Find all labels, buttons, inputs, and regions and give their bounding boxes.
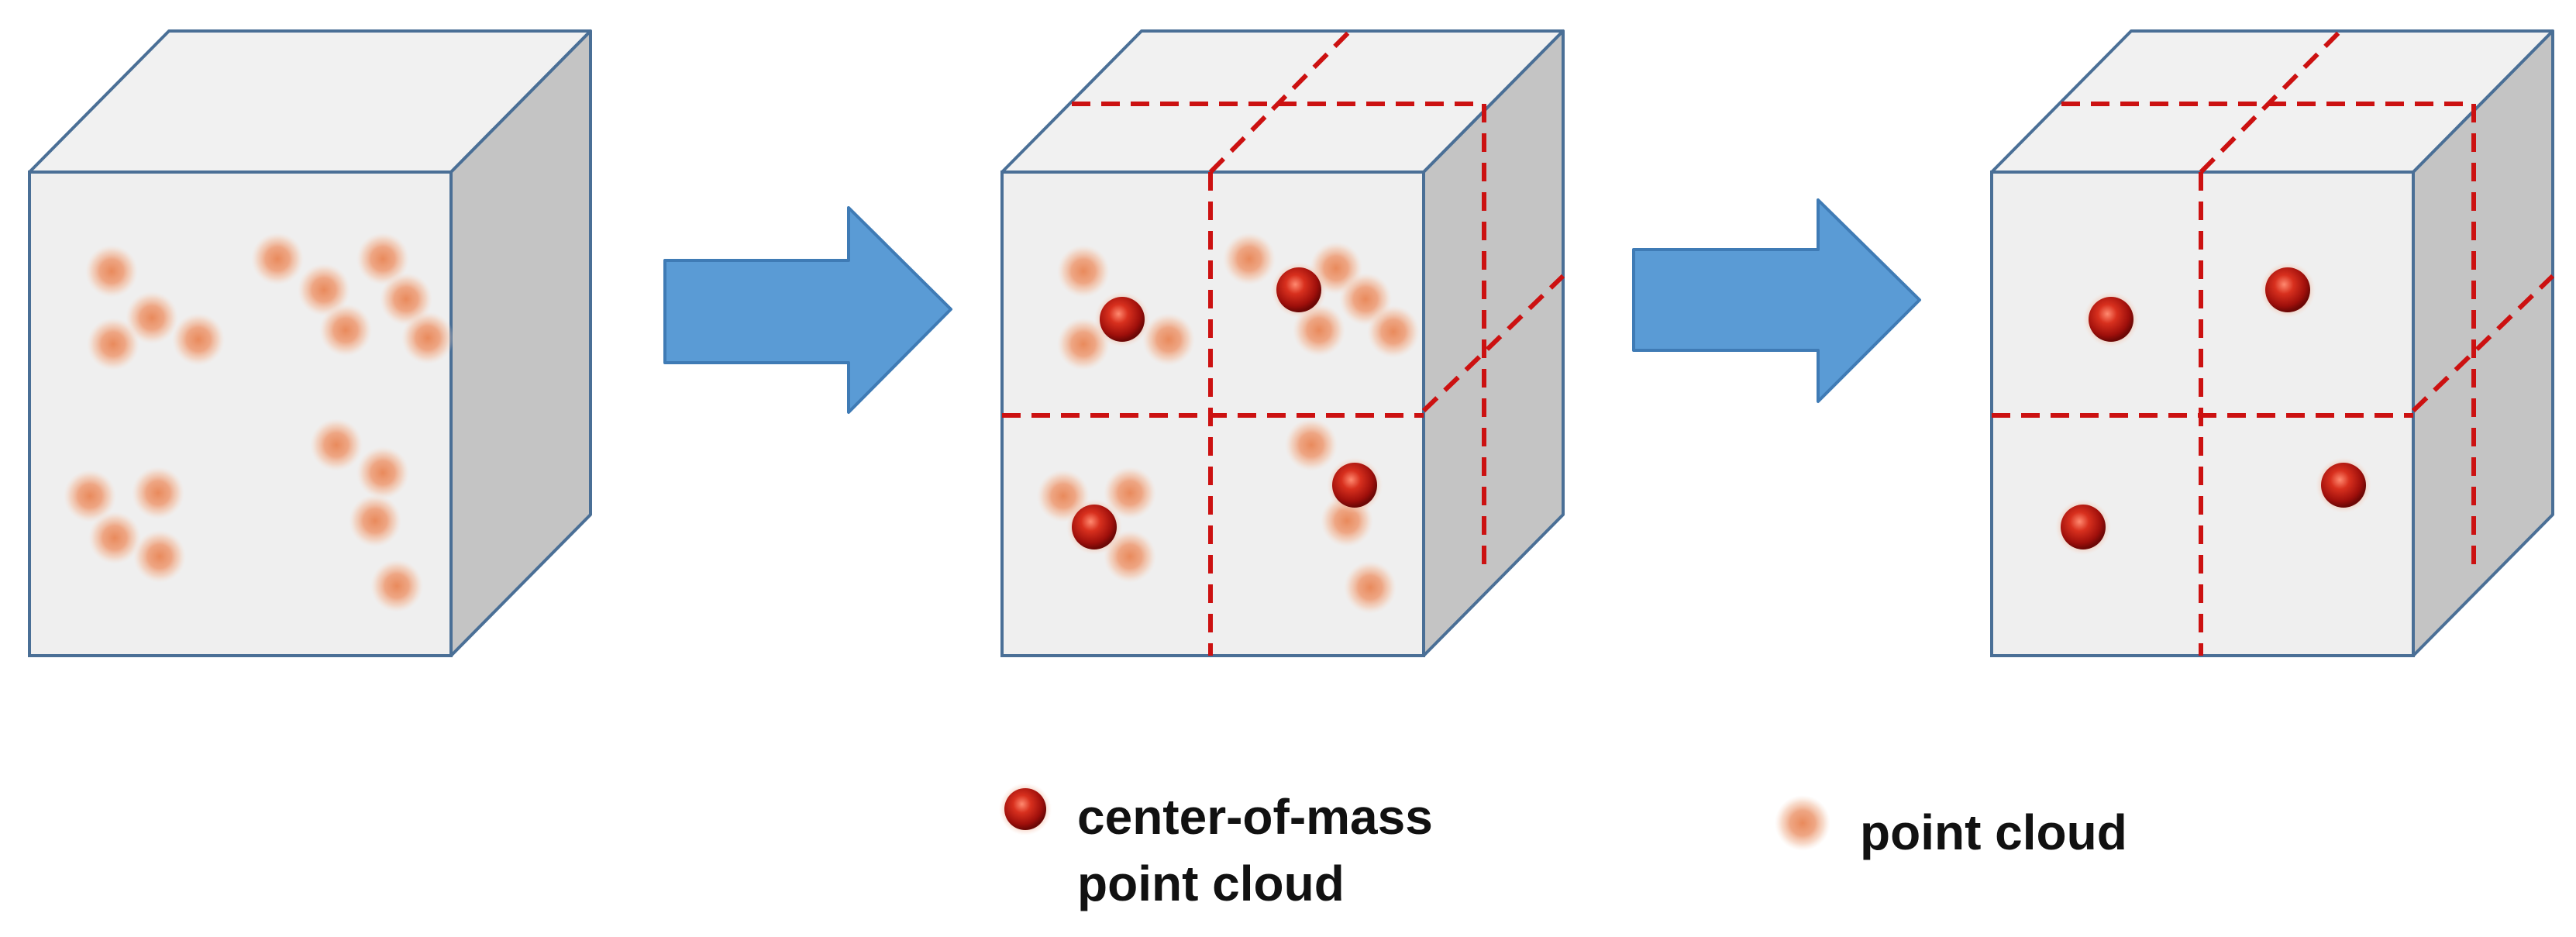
cube-1-point-cloud-dot [126,291,178,344]
cube-1-point-cloud-dot [298,264,350,316]
legend-center-of-mass-marker [999,783,1052,835]
grid-line-side-depth [1421,274,1565,413]
cube-2-point-cloud-dot [1057,318,1110,370]
grid-line-side-depth [2411,274,2555,413]
cube-voxelized-point-cloud [1000,29,1565,657]
cube-raw-point-cloud [28,29,592,657]
cube-2-point-cloud-dot [1104,467,1156,519]
cube-1-point-cloud-dot [356,446,409,499]
cube-1-point-cloud-dot [356,233,409,285]
cube-2-point-cloud-dot [1285,419,1338,471]
legend-point-cloud-label: point cloud [1860,804,2127,860]
arrow-right-1 [663,206,952,414]
legend: center-of-mass point cloud point cloud [999,783,2127,911]
cube-2-points [1037,233,1420,614]
cube-1-points [64,233,454,612]
cube-3-points [2055,262,2371,555]
cube-1-point-cloud-dot [349,494,401,547]
cube-2-center-of-mass-dot [1271,262,1327,318]
cube-1-point-cloud-dot [370,560,423,612]
cube-3-center-of-mass-dot [2055,499,2111,555]
cube-2-center-of-mass-dot [1094,291,1150,347]
cube-2-grid-lines [1002,29,1565,656]
cube-1-point-cloud-dot [64,470,116,522]
cube-1-point-cloud-dot [310,419,363,471]
legend-point-cloud-marker [1775,795,1830,851]
cube-2-center-of-mass-dot [1327,457,1383,513]
cube-1-point-cloud-dot [87,318,139,370]
cube-3-grid-lines [1992,29,2555,656]
cube-1-point-cloud-dot [88,512,141,564]
cube-1-point-cloud-dot [132,467,184,519]
cube-3-center-of-mass-dot [2083,291,2139,347]
cube-1-point-cloud-dot [133,530,186,583]
cube-1-point-cloud-dot [380,273,432,326]
cube-1-point-cloud-dot [85,245,138,298]
cube-2-center-of-mass-dot [1066,499,1122,555]
cube-2-point-cloud-dot [1344,561,1396,614]
cube-3-center-of-mass-dot [2260,262,2316,318]
cube-1-point-cloud-dot [172,313,225,366]
legend-center-of-mass-label-line2: point cloud [1077,856,1345,911]
cube-1-point-cloud-dot [319,304,372,357]
cube-2-point-cloud-dot [1293,304,1345,357]
legend-center-of-mass-label-line1: center-of-mass [1077,789,1433,845]
cube-3-center-of-mass-dot [2316,457,2371,513]
cube-2-point-cloud-dot [1367,305,1420,358]
cube-2-point-cloud-dot [1142,313,1195,366]
cube-1-point-cloud-dot [251,233,304,285]
arrow-right-2 [1632,198,1921,403]
cube-2-point-cloud-dot [1223,233,1276,285]
cube-center-of-mass-result [1990,29,2555,657]
cube-2-point-cloud-dot [1057,245,1110,298]
cube-1-point-cloud-dot [401,312,454,364]
